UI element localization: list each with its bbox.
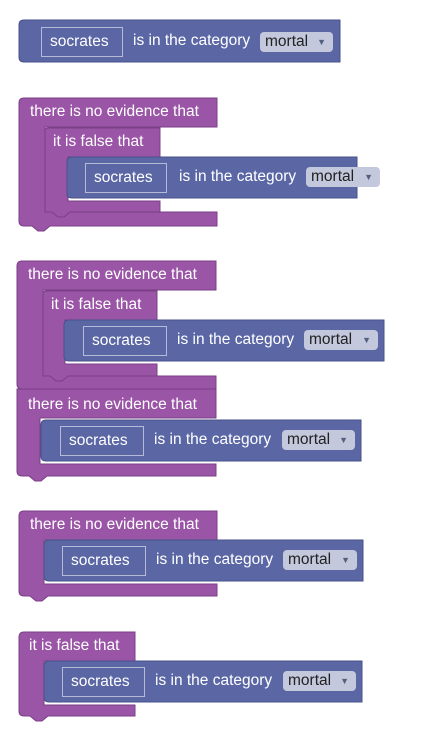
relation-label: is in the category — [155, 672, 273, 689]
statement-block-shape — [18, 19, 341, 63]
negation-block-group-3 — [16, 260, 385, 482]
relation-label: is in the category — [179, 168, 297, 185]
is-false-block-shape — [18, 631, 136, 722]
no-evidence-block-shape — [18, 510, 218, 602]
no-evidence-block-shape — [18, 97, 218, 232]
category-dropdown[interactable]: mortal ▼ — [260, 32, 333, 52]
subject-input[interactable]: socrates — [85, 163, 167, 193]
subject-input[interactable]: socrates — [62, 546, 146, 576]
negation-block-group-5 — [18, 631, 363, 722]
relation-label: is in the category — [154, 431, 272, 448]
dropdown-arrow-icon: ▼ — [339, 435, 348, 445]
relation-label: is in the category — [133, 32, 251, 49]
no-evidence-block-shape — [16, 388, 217, 482]
relation-label: is in the category — [156, 551, 274, 568]
category-value: mortal — [288, 672, 332, 689]
no-evidence-label: there is no evidence that — [30, 103, 199, 120]
category-dropdown[interactable]: mortal ▼ — [283, 671, 356, 691]
is-false-label: it is false that — [29, 637, 120, 654]
no-evidence-label: there is no evidence that — [28, 266, 197, 283]
category-dropdown[interactable]: mortal ▼ — [283, 550, 357, 570]
subject-input[interactable]: socrates — [62, 667, 145, 697]
category-dropdown[interactable]: mortal ▼ — [304, 330, 378, 350]
no-evidence-block-shape — [16, 260, 217, 390]
subject-input[interactable]: socrates — [83, 326, 167, 356]
statement-block-shape — [40, 419, 362, 462]
dropdown-arrow-icon: ▼ — [341, 555, 350, 565]
is-false-label: it is false that — [51, 296, 142, 313]
category-value: mortal — [287, 431, 331, 448]
subject-input[interactable]: socrates — [41, 27, 123, 57]
negation-block-group-2 — [18, 97, 358, 232]
category-dropdown[interactable]: mortal ▼ — [306, 167, 380, 187]
subject-input[interactable]: socrates — [60, 426, 144, 456]
statement-block-shape — [63, 319, 385, 362]
category-value: mortal — [311, 168, 355, 185]
category-value: mortal — [265, 33, 309, 50]
relation-label: is in the category — [177, 331, 295, 348]
no-evidence-label: there is no evidence that — [28, 396, 197, 413]
dropdown-arrow-icon: ▼ — [317, 37, 326, 47]
statement-block-shape — [66, 156, 358, 199]
category-value: mortal — [309, 331, 353, 348]
category-dropdown[interactable]: mortal ▼ — [282, 430, 355, 450]
is-false-label: it is false that — [53, 133, 144, 150]
category-value: mortal — [288, 551, 332, 568]
dropdown-arrow-icon: ▼ — [364, 172, 373, 182]
dropdown-arrow-icon: ▼ — [340, 676, 349, 686]
statement-block-shape — [43, 660, 363, 703]
no-evidence-label: there is no evidence that — [30, 516, 199, 533]
dropdown-arrow-icon: ▼ — [362, 335, 371, 345]
